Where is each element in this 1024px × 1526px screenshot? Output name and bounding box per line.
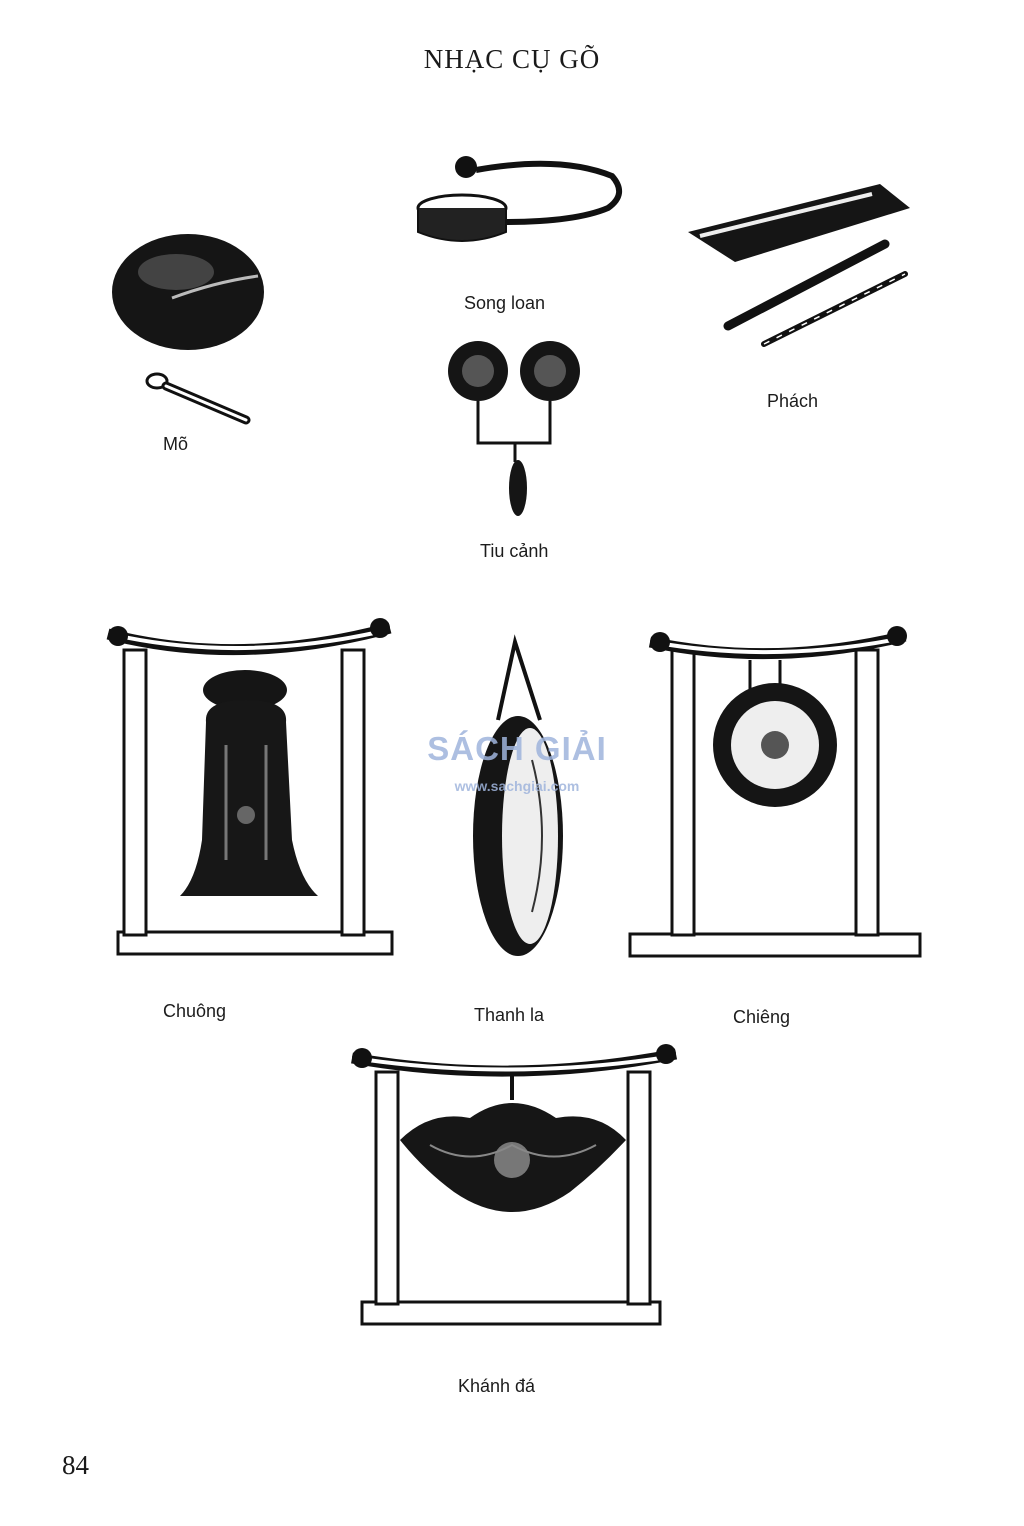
- watermark: SÁCH GIẢI www.sachgiai.com: [412, 730, 622, 794]
- song-loan-illustration: [416, 156, 622, 242]
- page-number: 84: [62, 1450, 89, 1480]
- chuong-illustration: [106, 618, 394, 956]
- page-title: NHẠC CỤ GÕ: [423, 44, 601, 74]
- caption-chuong: Chuông: [163, 1001, 227, 1021]
- watermark-url: www.sachgiai.com: [454, 778, 580, 794]
- mo-illustration: [112, 234, 264, 425]
- phach-illustration: [688, 184, 910, 347]
- caption-chieng: Chiêng: [733, 1007, 791, 1027]
- tiu-canh-illustration: [448, 341, 580, 516]
- chieng-illustration: [628, 626, 922, 958]
- caption-song-loan: Song loan: [464, 293, 546, 313]
- thanh-la-illustration: [473, 634, 563, 956]
- caption-thanh-la: Thanh la: [474, 1005, 545, 1025]
- khanh-da-illustration: [351, 1044, 678, 1326]
- watermark-logo: SÁCH GIẢI: [427, 730, 607, 767]
- caption-tiu-canh: Tiu cảnh: [480, 541, 549, 561]
- caption-mo: Mõ: [163, 434, 189, 454]
- caption-khanh-da: Khánh đá: [458, 1376, 536, 1396]
- caption-phach: Phách: [767, 391, 819, 411]
